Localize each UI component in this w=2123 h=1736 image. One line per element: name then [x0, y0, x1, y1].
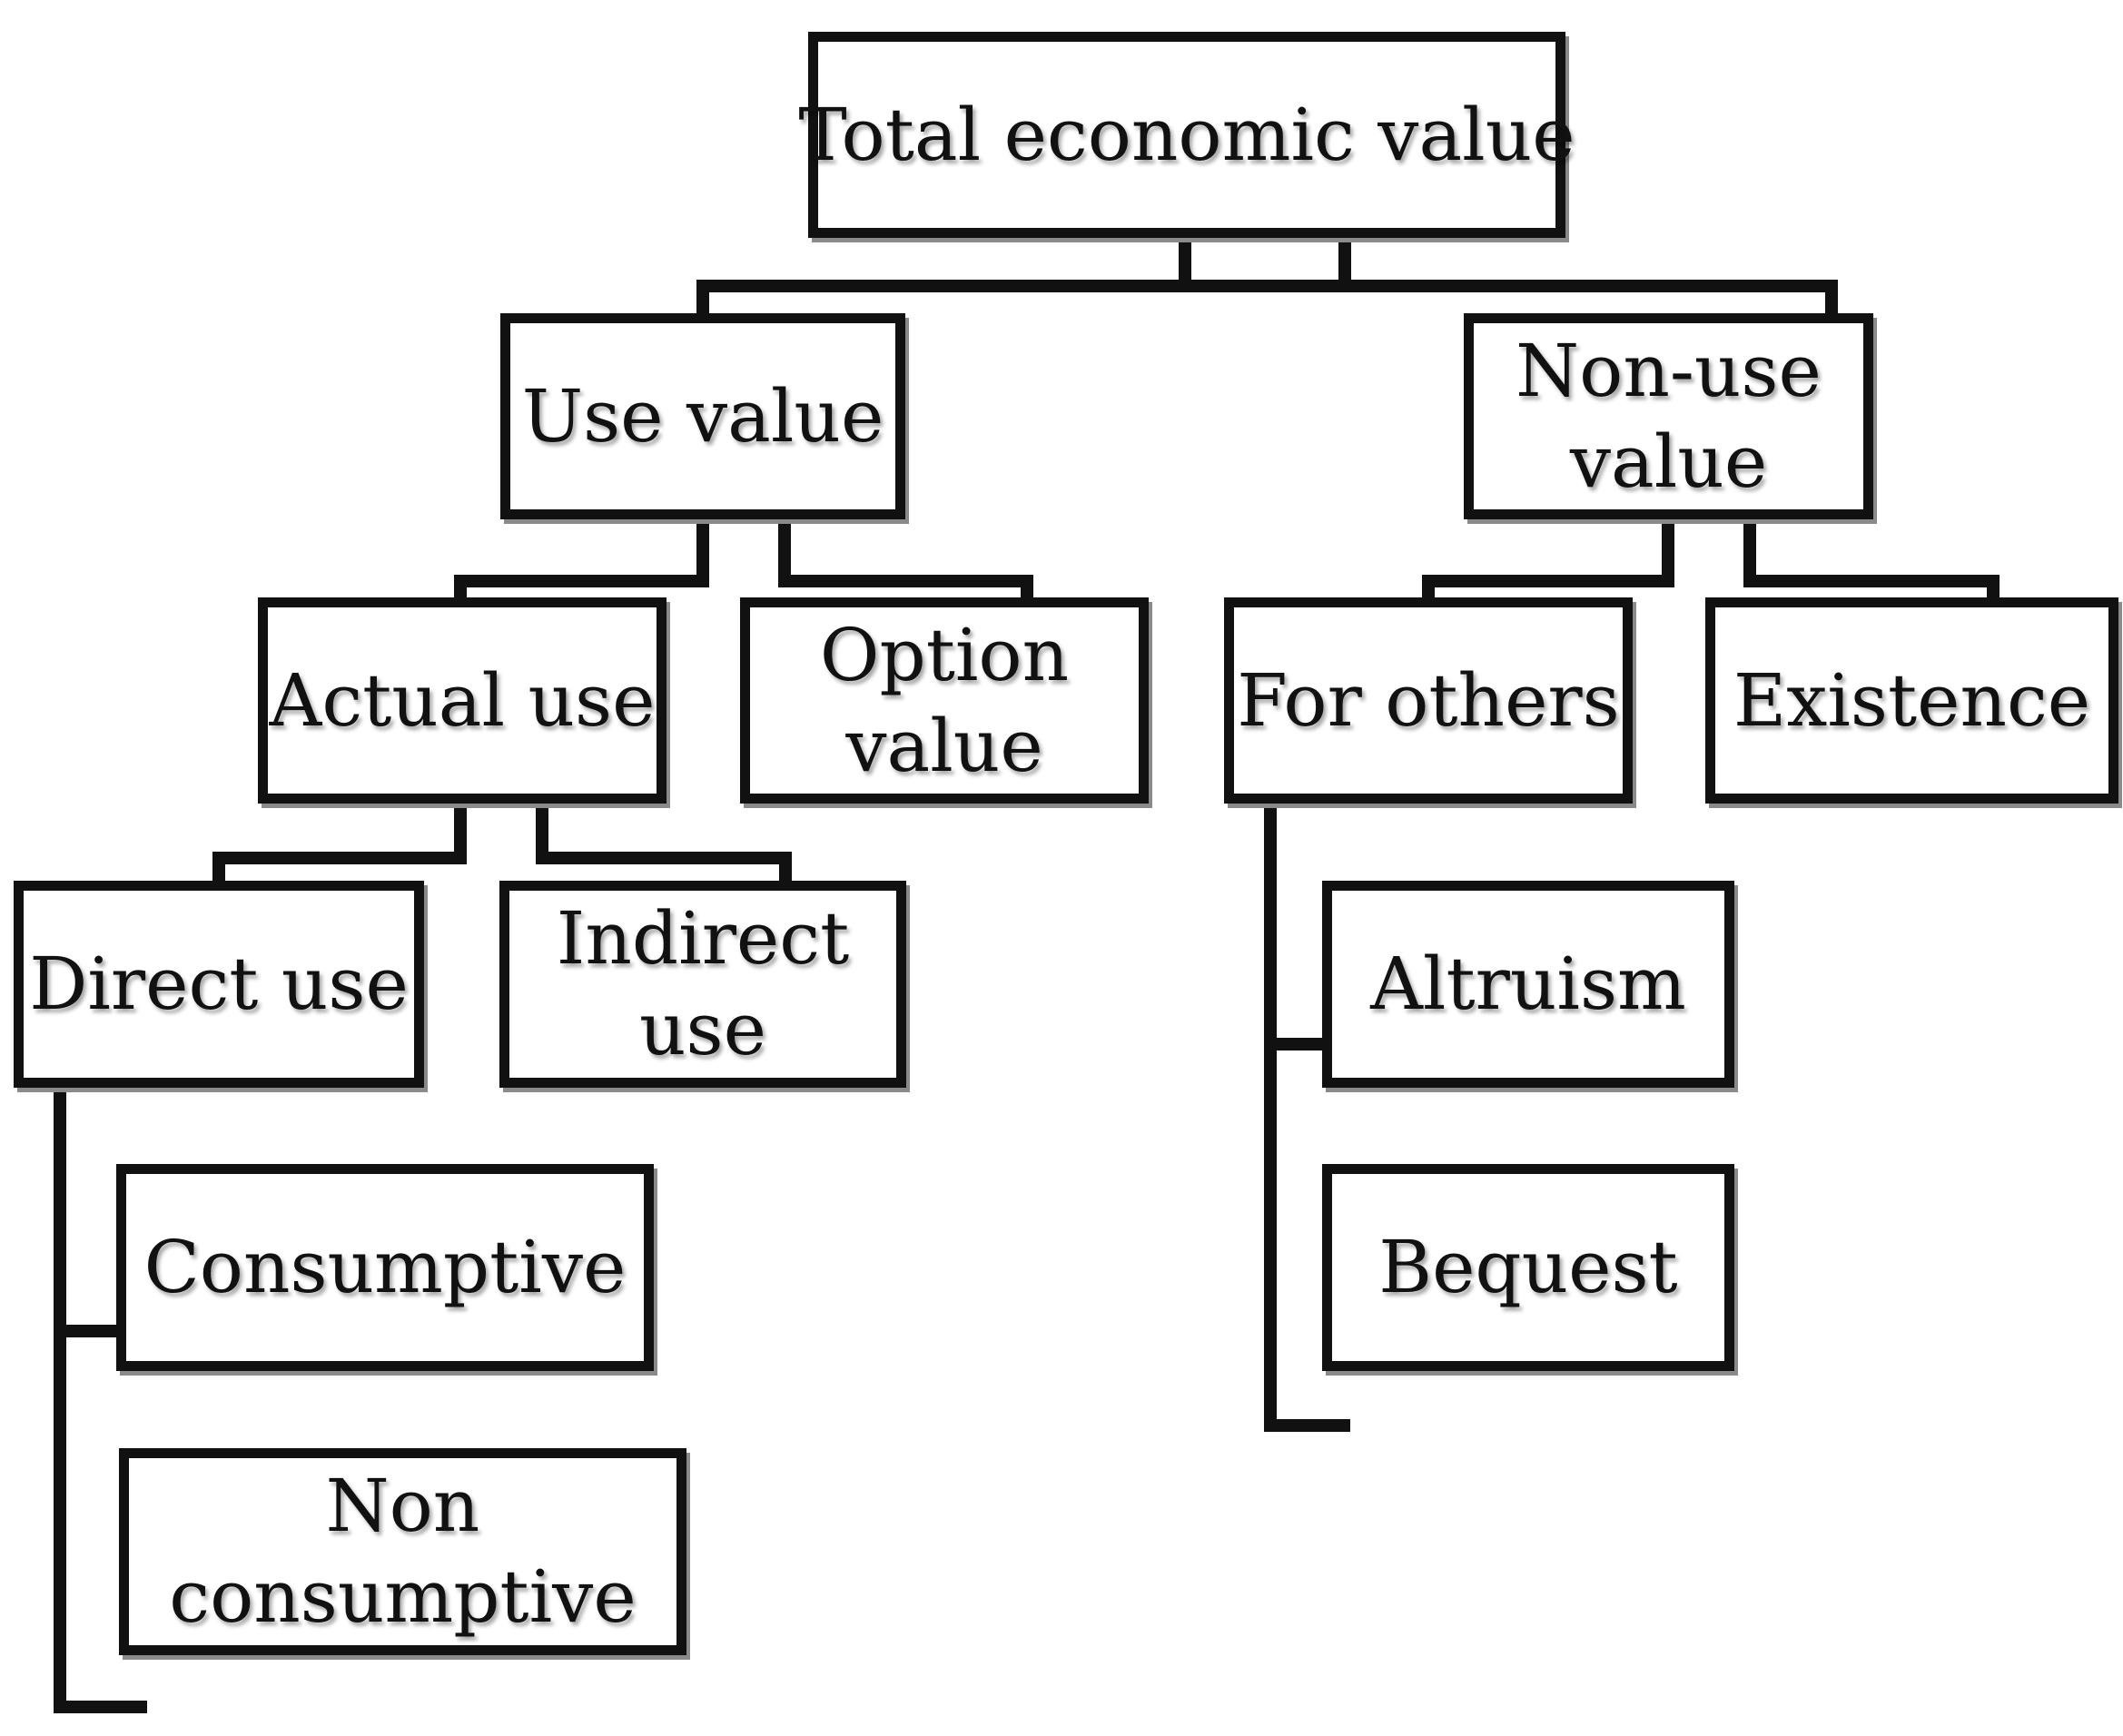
node-option-value: Option value [740, 597, 1149, 804]
connector-direct-bracket [54, 1081, 147, 1713]
node-use-label: Use value [522, 371, 884, 462]
node-existence-label: Existence [1733, 656, 2090, 746]
node-non-consumptive: Non consumptive [119, 1448, 686, 1655]
node-actual-line-1: Actual use [269, 657, 656, 743]
connector-use-actual [454, 513, 709, 604]
node-bequest: Bequest [1322, 1164, 1734, 1371]
node-altruism-label: Altruism [1370, 939, 1686, 1030]
node-bequest-label: Bequest [1378, 1222, 1677, 1313]
connector-nonuse-existence [1743, 513, 2000, 604]
node-option-line-1: Option [819, 612, 1070, 697]
node-indirect-line-1: Indirect [556, 896, 850, 981]
node-consumptive-label: Consumptive [144, 1222, 627, 1313]
node-non-use-value: Non-use value [1464, 313, 1873, 519]
node-nonuse-line-1: Non-use [1516, 328, 1822, 413]
node-indirect-label: Indirect use [557, 893, 849, 1075]
node-direct-label: Direct use [29, 939, 409, 1030]
node-nonconsumptive-line-1: Non [325, 1464, 480, 1548]
node-total-economic-value: Total economic value [798, 32, 1575, 238]
node-use-value: Use value [500, 313, 905, 519]
connector-nonuse-forothers [1422, 513, 1674, 604]
node-total-line-1: Total economic value [798, 92, 1575, 177]
node-option-label: Option value [820, 610, 1069, 792]
node-use-line-1: Use value [521, 373, 884, 459]
node-indirect-line-2: use [639, 987, 766, 1071]
node-direct-line-1: Direct use [29, 942, 409, 1026]
node-option-line-2: value [845, 703, 1043, 788]
connector-total-use [696, 232, 1191, 320]
connector-actual-direct [212, 797, 467, 887]
node-nonconsumptive-line-2: consumptive [169, 1554, 637, 1639]
connector-forothers-bracket [1264, 797, 1350, 1432]
node-nonconsumptive-label: Non consumptive [169, 1461, 636, 1642]
node-consumptive: Consumptive [116, 1164, 654, 1371]
node-existence-line-1: Existence [1733, 657, 2091, 743]
node-for-others: For others [1224, 597, 1633, 804]
node-actual-use: Actual use [258, 597, 667, 804]
node-actual-label: Actual use [270, 656, 656, 746]
node-existence: Existence [1705, 597, 2118, 804]
node-bequest-line-1: Bequest [1378, 1225, 1678, 1309]
node-altruism: Altruism [1322, 881, 1734, 1088]
node-indirect-use: Indirect use [499, 881, 906, 1088]
node-direct-use: Direct use [14, 881, 424, 1088]
node-nonuse-label: Non-use value [1516, 326, 1822, 508]
node-nonuse-line-2: value [1569, 419, 1768, 504]
node-forothers-line-1: For others [1237, 657, 1620, 743]
node-consumptive-line-1: Consumptive [143, 1225, 627, 1309]
node-forothers-label: For others [1237, 656, 1619, 746]
connector-use-option [778, 513, 1033, 604]
node-altruism-line-1: Altruism [1370, 942, 1686, 1026]
connector-actual-indirect [536, 797, 792, 887]
node-total-label: Total economic value [798, 90, 1575, 181]
connector-total-nonuse [1338, 232, 1838, 320]
